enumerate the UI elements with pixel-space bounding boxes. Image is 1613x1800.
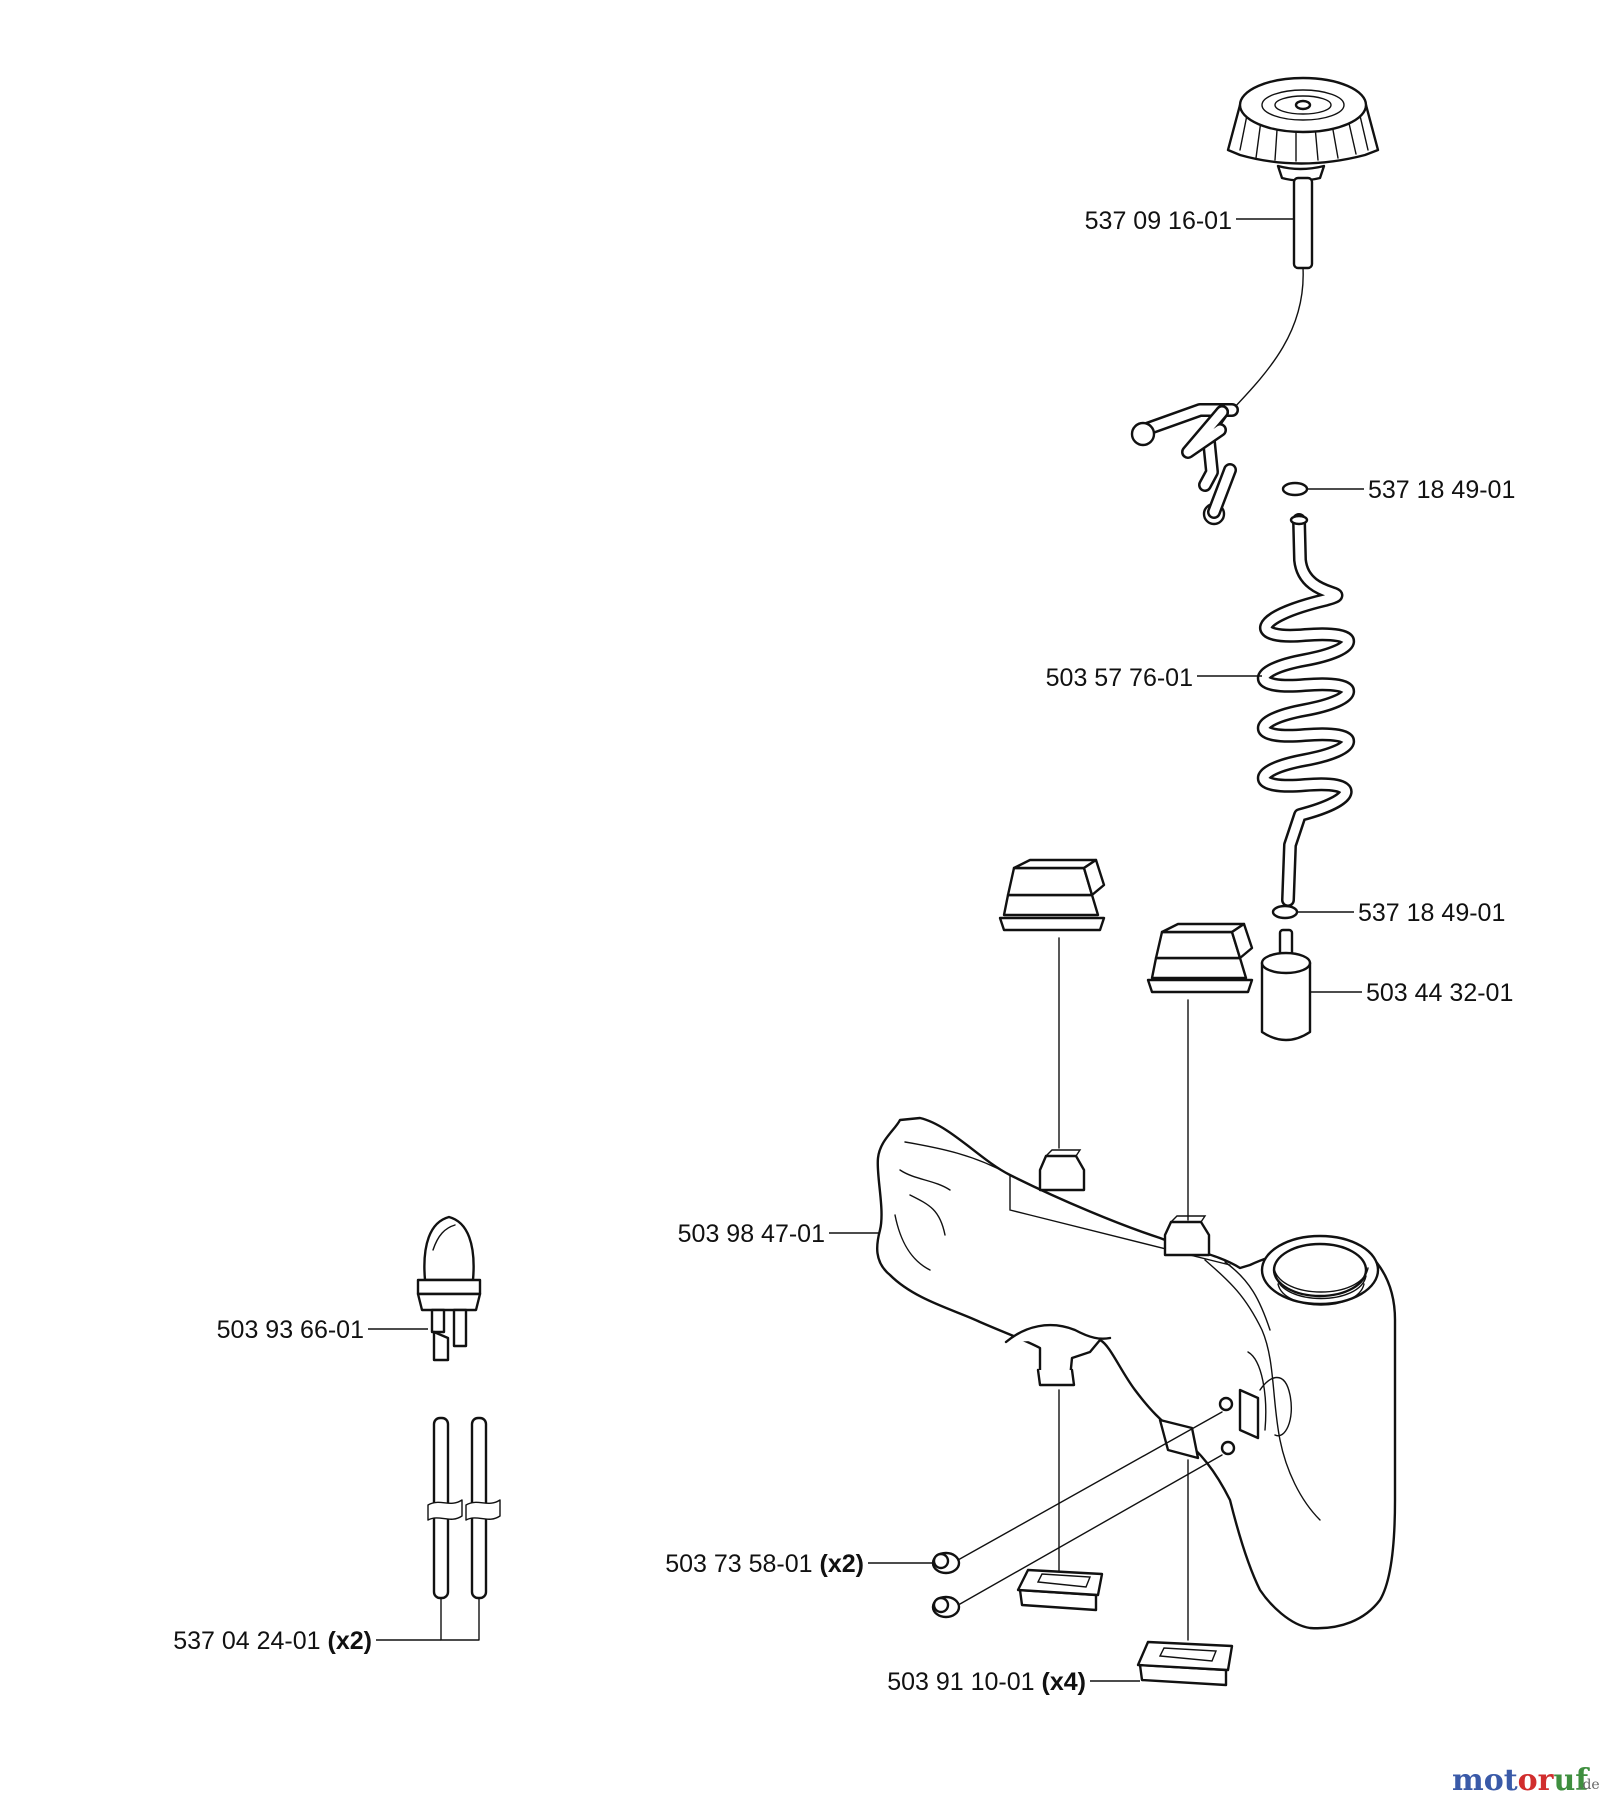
- part-label-oring-top: 537 18 49-01: [1368, 476, 1515, 504]
- part-label-fuel-lines: 537 04 24-01 (x2): [173, 1627, 372, 1655]
- svg-text:motoruf: motoruf: [1452, 1763, 1590, 1798]
- brand-logo-letter: t: [1504, 1763, 1518, 1798]
- rubber-pad-top-left: [998, 858, 1106, 932]
- brand-logo-letter: o: [1484, 1763, 1504, 1798]
- part-label-fuel-hose: 503 57 76-01: [1046, 664, 1193, 692]
- part-label-fuel-filter: 503 44 32-01: [1366, 979, 1513, 1007]
- rubber-pad-top-right: [1146, 922, 1254, 994]
- quantity-grommet: (x2): [820, 1550, 864, 1578]
- brand-logo-letter: r: [1538, 1763, 1555, 1798]
- part-label-fuel-cap: 537 09 16-01: [1085, 207, 1232, 235]
- brand-logo-letter: u: [1553, 1763, 1575, 1798]
- leader-lines: [368, 218, 1364, 1682]
- quantity-rubber-buffer: (x4): [1042, 1668, 1086, 1696]
- brand-logo-suffix: .de: [1578, 1777, 1600, 1793]
- primer-bulb-drawing: [416, 1215, 482, 1362]
- brand-logo: motoruf .de: [1452, 1763, 1600, 1798]
- fuel-hose-drawing: [1256, 513, 1356, 907]
- grommets-drawing: [931, 1411, 1223, 1619]
- oring-top-drawing: [1281, 481, 1309, 497]
- part-label-oring-bottom: 537 18 49-01: [1358, 899, 1505, 927]
- part-label-primer-bulb: 503 93 66-01: [217, 1316, 364, 1344]
- brand-logo-letter: f: [1575, 1763, 1590, 1798]
- brand-logo-letter: m: [1452, 1763, 1484, 1798]
- fuel-lines-drawing: [427, 1416, 501, 1641]
- part-label-rubber-buffer: 503 91 10-01 (x4): [887, 1668, 1086, 1696]
- fuel-cap-drawing: [1130, 76, 1380, 526]
- rubber-buffer-bottom-right: [1136, 1640, 1234, 1687]
- brand-logo-letter: o: [1518, 1763, 1538, 1798]
- fuel-tank-drawing: [875, 1116, 1397, 1630]
- part-label-fuel-tank: 503 98 47-01: [678, 1220, 825, 1248]
- fuel-filter-drawing: [1260, 928, 1312, 1042]
- rubber-buffer-bottom-left: [1016, 1568, 1104, 1612]
- part-label-grommet: 503 73 58-01 (x2): [665, 1550, 864, 1578]
- oring-bottom-drawing: [1271, 904, 1299, 920]
- quantity-fuel-lines: (x2): [328, 1627, 372, 1655]
